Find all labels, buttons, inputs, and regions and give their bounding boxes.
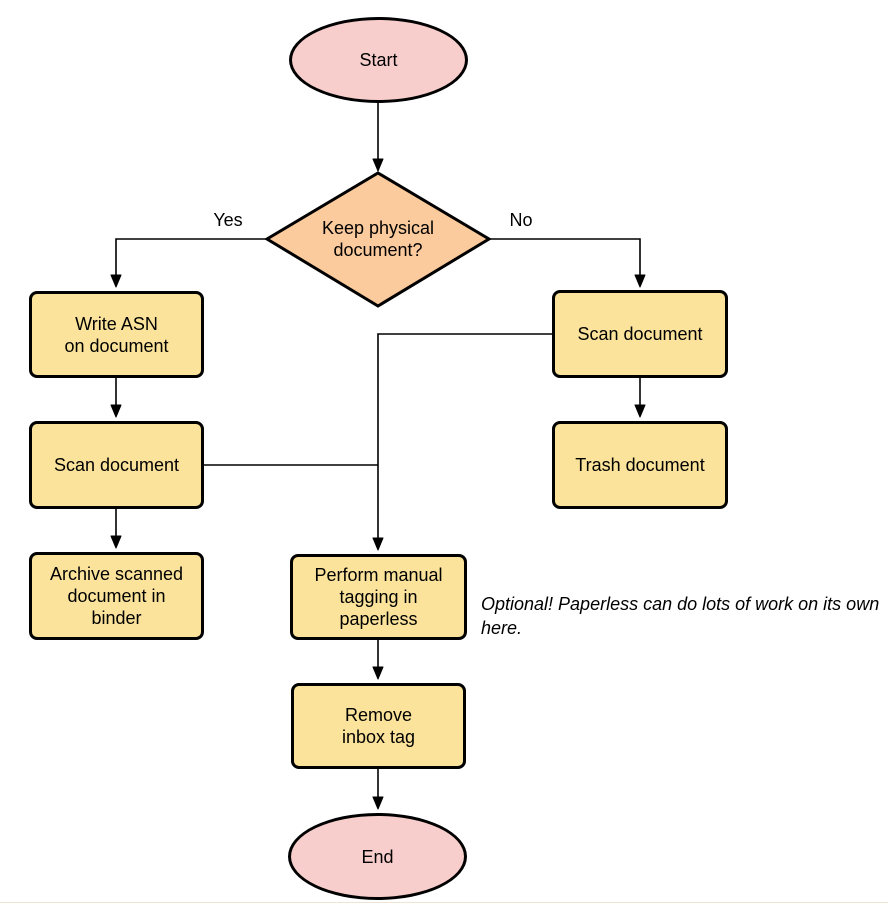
node-manual-tagging: Perform manual tagging in paperless	[290, 554, 467, 640]
page-bottom-divider	[0, 902, 888, 903]
node-start: Start	[289, 17, 468, 103]
node-trash-document-label: Trash document	[575, 455, 705, 475]
node-archive-in-binder: Archive scanned document in binder	[29, 552, 204, 640]
node-end-label: End	[361, 846, 394, 867]
node-scan-document-left: Scan document	[29, 421, 204, 509]
node-remove-inbox-tag: Remove inbox tag	[291, 683, 466, 769]
node-trash-document: Trash document	[552, 421, 728, 509]
edge-decision-yes-to-write-asn	[110, 238, 267, 288]
node-remove-inbox-tag-label: Remove inbox tag	[341, 705, 416, 747]
node-scan-document-left-label: Scan document	[53, 455, 180, 475]
node-end: End	[288, 813, 467, 900]
node-decision-label: Keep physical document?	[321, 218, 435, 260]
edge-decision-no-to-scan-right	[489, 238, 646, 288]
node-archive-in-binder-label: Archive scanned document in binder	[49, 564, 184, 628]
edge-scan-right-to-tagging	[372, 333, 552, 551]
node-scan-document-right: Scan document	[552, 290, 728, 378]
edge-label-yes: Yes	[198, 210, 258, 230]
optional-note: Optional! Paperless can do lots of work …	[481, 594, 880, 638]
node-decision-shape	[264, 171, 492, 308]
node-write-asn: Write ASN on document	[29, 291, 204, 378]
node-start-label: Start	[359, 50, 398, 70]
node-write-asn-label: Write ASN on document	[64, 313, 169, 356]
node-decision: Keep physical document?	[288, 213, 468, 265]
node-manual-tagging-label: Perform manual tagging in paperless	[314, 565, 443, 629]
node-scan-document-right-label: Scan document	[577, 324, 703, 344]
edge-label-no: No	[491, 210, 551, 230]
